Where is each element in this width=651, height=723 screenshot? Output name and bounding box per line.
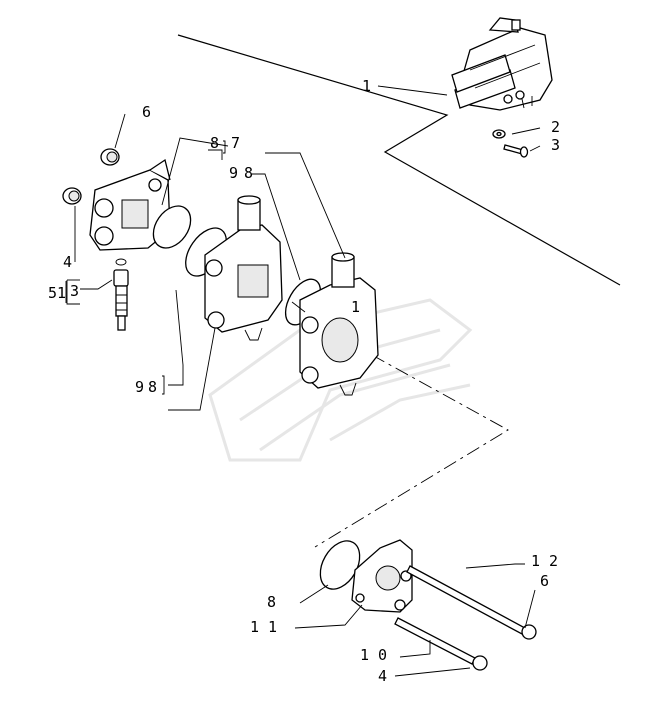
callout-9-section: 9	[229, 164, 238, 182]
callout-9-section-b: 9	[135, 378, 144, 396]
callout-10-rod: 1 0	[360, 646, 387, 664]
o-ring-1	[152, 205, 192, 249]
callout-3-kit: 3	[70, 282, 79, 300]
callout-4-plug: 4	[63, 253, 72, 271]
inlet-section	[89, 158, 176, 251]
assembly-outline-line	[177, 34, 621, 286]
callout-11-cover: 1 1	[250, 618, 277, 636]
callout-12-rod: 1 2	[531, 552, 558, 570]
callout-6-plug: 6	[142, 103, 151, 121]
callout-1-valve: 1	[362, 77, 371, 95]
callout-1-section: 1	[351, 298, 360, 316]
outlet-end-cover	[351, 539, 413, 613]
callout-brackets	[65, 140, 226, 395]
callout-8-oring-outlet: 8	[267, 593, 276, 611]
callout-3-bolt: 3	[551, 136, 560, 154]
callout-1-kit: 1	[57, 284, 66, 302]
working-section-a	[204, 195, 283, 341]
working-section-b	[299, 252, 379, 396]
callout-5-relief: 5	[48, 284, 57, 302]
leader-lines	[66, 85, 541, 677]
tie-rod-short	[394, 617, 488, 671]
callout-4-nut: 4	[378, 667, 387, 685]
callout-labels: 1 2 3 6 8 7 9 8 4 5 1 3 9 8 1 1 2 6 8 1 …	[48, 77, 560, 685]
washer-and-bolt-small	[492, 129, 529, 158]
callout-7-kit: 7	[231, 134, 240, 152]
callout-6-nut: 6	[540, 572, 549, 590]
plug-lower	[62, 187, 82, 205]
callout-2-washer: 2	[551, 118, 560, 136]
plug-upper	[100, 148, 120, 166]
callout-8-oring-b: 8	[244, 164, 253, 182]
tie-rod-long	[406, 565, 537, 640]
control-valve-assembly	[451, 17, 553, 111]
alignment-centerline	[314, 354, 509, 548]
callout-8-oring: 8	[210, 134, 219, 152]
relief-valve-cartridge	[113, 258, 129, 331]
callout-8-oring-c: 8	[148, 378, 157, 396]
